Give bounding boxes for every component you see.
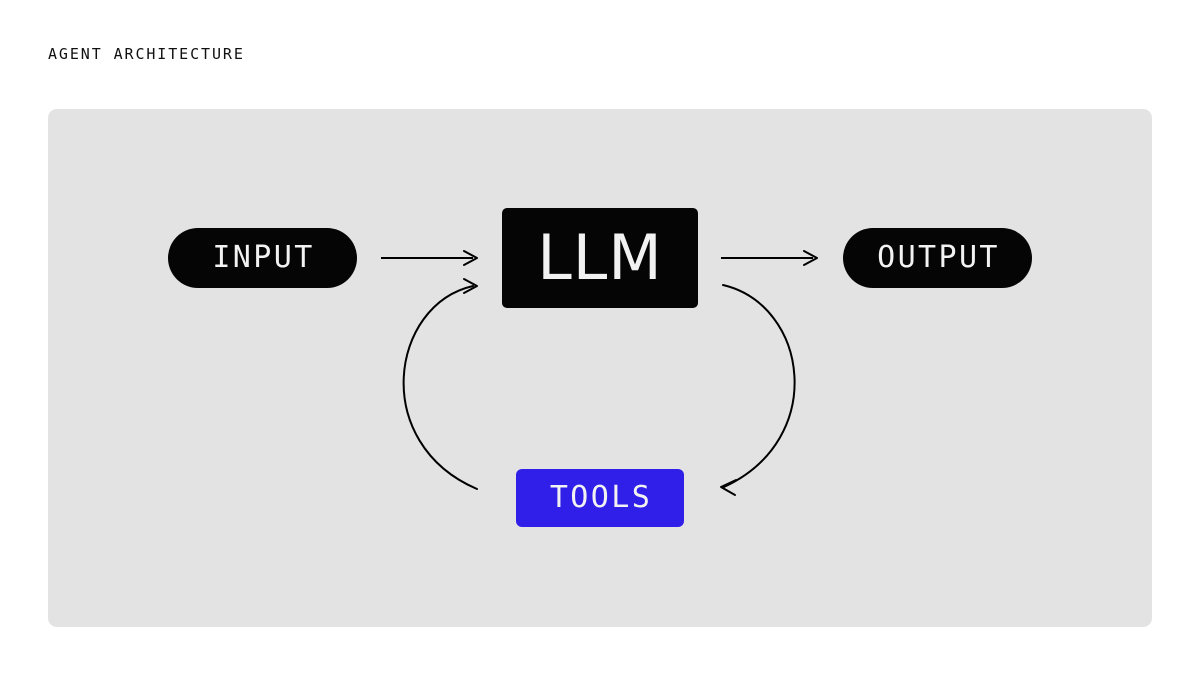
edge-input-to-llm	[381, 250, 478, 266]
diagram-panel: INPUT LLM OUTPUT TOOLS	[48, 109, 1152, 627]
diagram-edges	[381, 250, 818, 496]
page-title: AGENT ARCHITECTURE	[48, 45, 245, 63]
node-output[interactable]: OUTPUT	[843, 228, 1032, 288]
node-output-label: OUTPUT	[877, 240, 1000, 275]
edge-tools-to-llm	[402, 278, 478, 490]
edge-llm-to-tools	[720, 284, 796, 496]
node-llm[interactable]: LLM	[502, 208, 698, 308]
node-tools-label: TOOLS	[549, 480, 653, 515]
node-input-label: INPUT	[212, 240, 315, 275]
node-tools[interactable]: TOOLS	[516, 469, 684, 527]
node-llm-label: LLM	[537, 221, 663, 294]
node-input[interactable]: INPUT	[168, 228, 357, 288]
edge-llm-to-output	[721, 250, 818, 266]
